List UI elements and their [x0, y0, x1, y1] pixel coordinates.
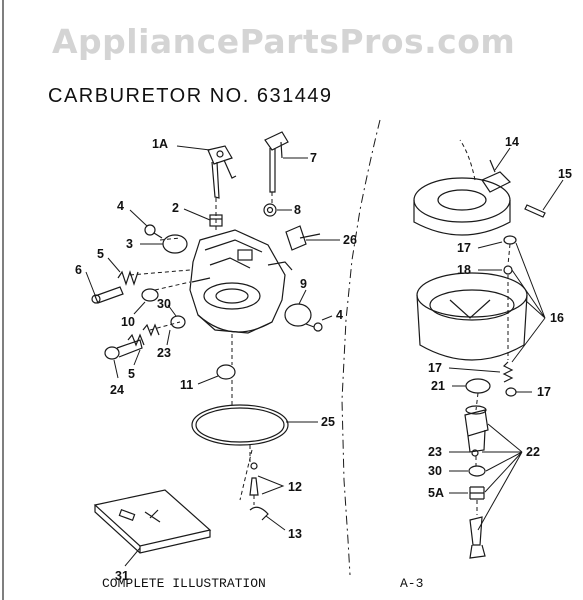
leader-lines	[85, 145, 564, 567]
throttle-shaft-part	[264, 131, 289, 193]
bowl-gasket-part	[191, 404, 289, 446]
screw-part-top	[144, 224, 163, 239]
divider-line	[341, 119, 381, 576]
o-ring-part	[141, 288, 159, 302]
assembly-lines-left	[129, 192, 273, 505]
needle-part-right	[469, 516, 486, 559]
needle-seat-part	[249, 462, 259, 496]
callout-22: 22	[526, 445, 540, 459]
watermark: AppliancePartsPros.com	[52, 22, 516, 61]
cover-plate-part	[284, 303, 312, 327]
callout-17-right: 17	[537, 385, 551, 399]
clip-part	[249, 506, 269, 521]
callout-23-left: 23	[157, 346, 171, 360]
callout-5-bottom: 5	[128, 367, 135, 381]
callout-3: 3	[126, 237, 133, 251]
callout-6: 6	[75, 263, 82, 277]
spring-part-top	[117, 270, 139, 286]
small-part-17-right	[505, 387, 517, 397]
footer-page-ref: A-3	[400, 576, 424, 591]
pin-part	[91, 286, 124, 304]
gasket-kit-part	[93, 489, 212, 554]
hinge-pin-part	[524, 204, 546, 218]
small-o-ring-part	[216, 364, 236, 380]
choke-shaft-part	[207, 145, 237, 199]
bowl-nut-part	[464, 405, 489, 453]
small-part-17-top	[503, 235, 517, 245]
callout-8: 8	[294, 203, 301, 217]
callout-23-right: 23	[428, 445, 442, 459]
callout-5a: 5A	[428, 486, 444, 500]
callout-4-top: 4	[117, 199, 124, 213]
small-part-18	[503, 265, 513, 275]
screw-part-right	[305, 322, 323, 332]
small-part-23-right	[471, 449, 479, 457]
choke-plate-part	[162, 234, 188, 254]
callout-4-right: 4	[336, 308, 343, 322]
callout-14: 14	[505, 135, 519, 149]
callout-31: 31	[115, 569, 129, 583]
callout-21: 21	[431, 379, 445, 393]
diagram-title: CARBURETOR NO. 631449	[48, 85, 333, 107]
washer-part-left	[170, 315, 186, 329]
callout-labels: 1A 7 4 2 8 3 26 6 5 9 30 4 10 23 5 24 11…	[75, 135, 572, 583]
callout-25: 25	[321, 415, 335, 429]
callout-26: 26	[343, 233, 357, 247]
callout-10: 10	[121, 315, 135, 329]
callout-9: 9	[300, 277, 307, 291]
float-part	[413, 159, 512, 236]
callout-2: 2	[172, 201, 179, 215]
callout-11: 11	[180, 378, 193, 392]
callout-7: 7	[310, 151, 317, 165]
washer-part-30-right	[468, 465, 486, 477]
callout-17-mid: 17	[428, 361, 442, 375]
callout-16: 16	[550, 311, 564, 325]
callout-30-right: 30	[428, 464, 442, 478]
callout-18: 18	[457, 263, 471, 277]
assembly-lines-right	[459, 139, 511, 515]
adjusting-needle-part	[104, 339, 143, 360]
callout-24: 24	[110, 383, 124, 397]
fuel-inlet-part	[285, 225, 321, 251]
spring-part-bottom	[127, 333, 145, 347]
float-bowl-part	[416, 272, 528, 361]
callout-15: 15	[558, 167, 572, 181]
callout-12: 12	[288, 480, 302, 494]
carburetor-body-part	[189, 229, 293, 334]
callout-17-top: 17	[457, 241, 471, 255]
washer-part-21	[465, 378, 491, 394]
spring-part-5a	[469, 486, 485, 500]
spring-part-23	[142, 323, 160, 337]
spring-part-17	[502, 361, 514, 383]
callout-13: 13	[288, 527, 302, 541]
callout-30-left: 30	[157, 297, 171, 311]
callout-5-top: 5	[97, 247, 104, 261]
footer-complete-illustration: COMPLETE ILLUSTRATION	[102, 576, 266, 591]
callout-1a: 1A	[152, 137, 168, 151]
nut-part-8	[263, 203, 277, 217]
